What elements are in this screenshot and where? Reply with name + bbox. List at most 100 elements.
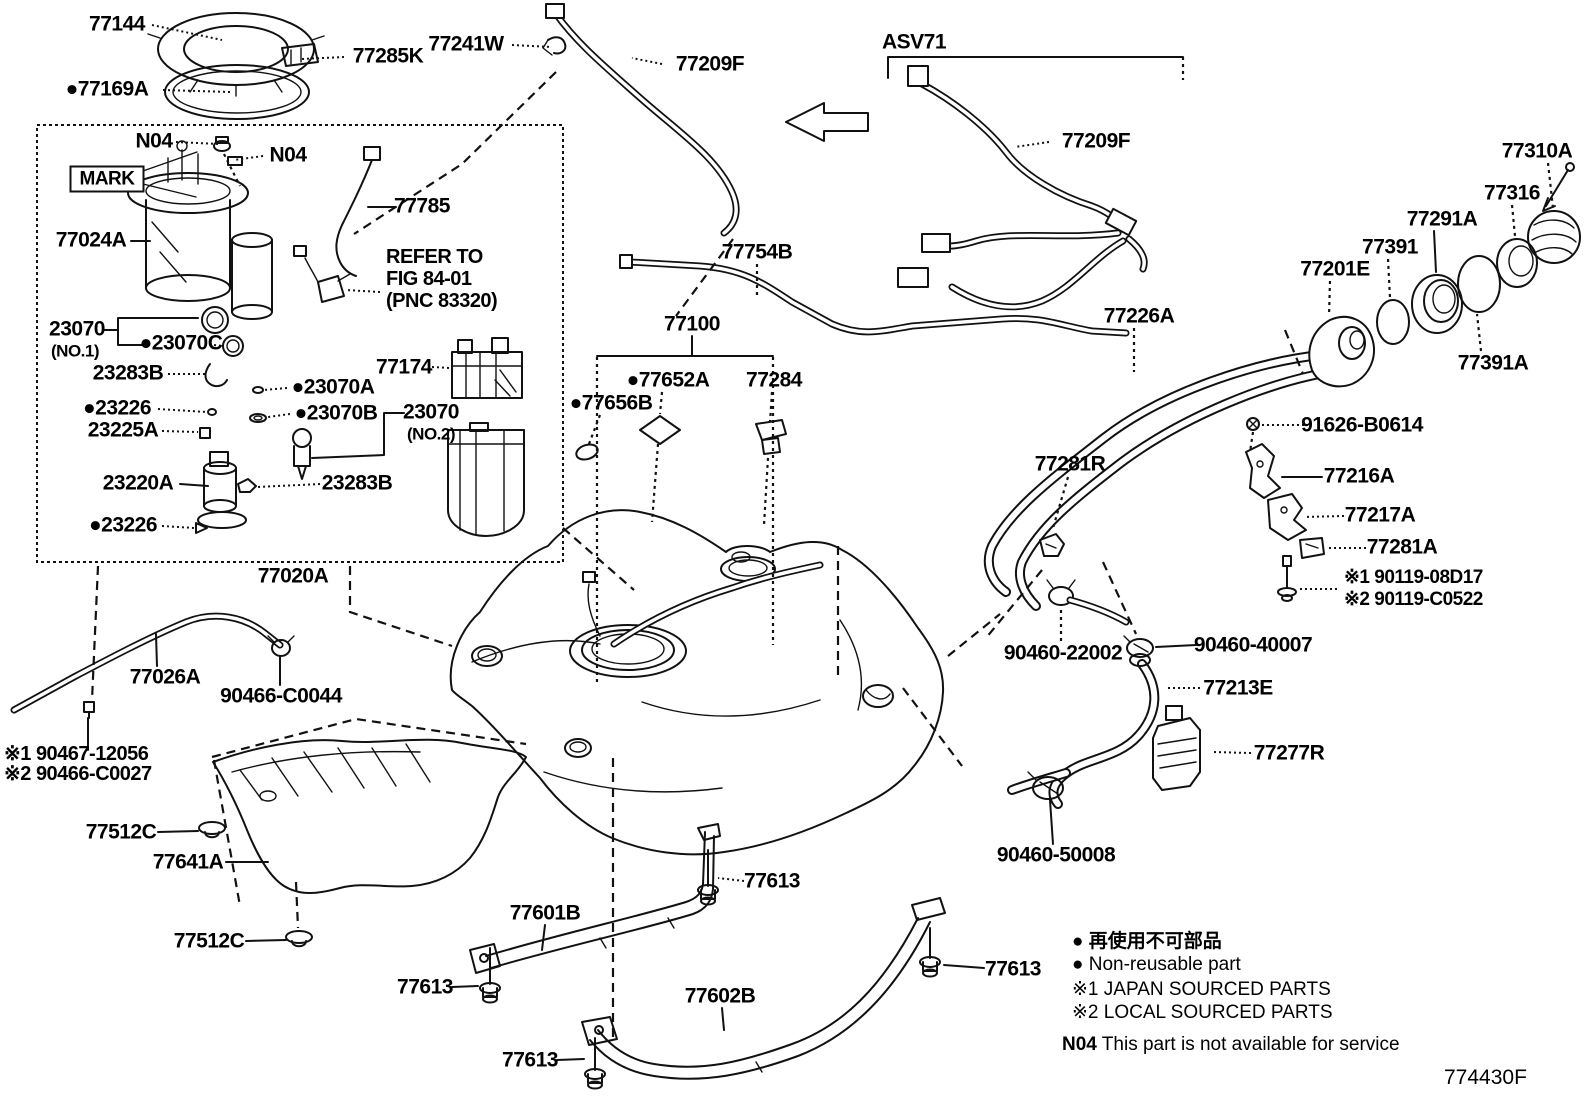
clamp-77284 [755,419,787,455]
model-bracket-asv71: ASV71 [881,30,947,54]
clamp-77281A [1299,537,1325,559]
callout-77310A: 77310A [1501,139,1573,163]
fuel-hose-77209F-asv71 [897,65,1148,311]
callout-77281R: 77281R [1034,452,1106,476]
breather-hose-77026A [10,612,284,714]
callout-n04-b: N04 [269,143,307,167]
legend-n04-note: N04 This part is not available for servi… [1062,1034,1400,1056]
legend-n04-text: This part is not available for service [1101,1034,1400,1055]
legend-local-sourced: ※2 LOCAL SOURCED PARTS [1072,1002,1333,1023]
callout-77174: 77174 [376,355,432,379]
callout-77277R: 77277R [1253,741,1325,765]
refer-line-3: (PNC 83320) [386,290,498,312]
callout-77285K: 77285K [352,44,424,68]
refer-line-1: REFER TO [386,246,483,268]
breather-pipe-77754B [619,254,1130,337]
refer-plate-part [293,245,345,303]
callout-77201E: 77201E [1300,257,1370,281]
callout-77216A: 77216A [1323,464,1395,488]
callout-90467-12056: ※1 90467-12056 [4,743,149,765]
callout-23070-no1: 23070 [49,317,105,341]
mark-label: MARK [69,165,145,193]
clip-90467 [83,701,95,719]
hose-stub-to-tank [1066,596,1130,626]
legend-n04-code: N04 [1062,1034,1097,1055]
legend-japan-sourced: ※1 JAPAN SOURCED PARTS [1072,979,1331,1000]
callout-77613-c: 77613 [502,1048,558,1072]
clamp-90460-50008 [1027,771,1064,800]
canister-77277R [1152,705,1201,791]
callout-77209F-right: 77209F [1061,129,1131,153]
callout-23070-no2-sub: (NO.2) [407,424,456,444]
bolt-77613-a [479,947,501,1004]
callout-77391A: 77391A [1457,351,1529,375]
tank-band-77602B [581,897,946,1080]
callout-23070-no2: 23070 [403,400,459,424]
callout-77391: 77391 [1362,235,1418,259]
grommet-77512C-upper [198,821,226,839]
callout-77281A: 77281A [1366,535,1438,559]
callout-23226-a: ●23226 [82,396,152,420]
callout-90460-40007: 90460-40007 [1193,633,1313,657]
callout-23070-no1-sub: (NO.1) [51,341,100,361]
figure-code: 774430F [1444,1066,1527,1089]
callout-77024A: 77024A [55,228,127,252]
filler-hose-77213E [1007,653,1160,809]
callout-77209F-top: 77209F [675,52,745,76]
n04-parts [213,136,243,187]
callout-23220A: 23220A [102,471,174,495]
refer-note: REFER TO FIG 84-01 (PNC 83320) [386,246,498,312]
refer-line-2: FIG 84-01 [386,268,472,290]
asv71-bracket [887,56,1185,80]
grommet-77656B [575,443,599,461]
gasket-77652A [639,415,681,445]
legend-nonreusable-jp: ● 再使用不可部品 [1072,931,1222,952]
callout-77100: 77100 [664,312,720,336]
callout-90460-50008: 90460-50008 [996,843,1116,867]
legend-nonreusable-en: ● Non-reusable part [1072,954,1241,975]
clamp-90460-40007 [1123,635,1154,658]
callout-90460-22002: 90460-22002 [1003,641,1123,665]
callout-77613-d: 77613 [985,957,1041,981]
callout-77217A: 77217A [1344,503,1416,527]
tank-band-77601B [469,823,721,974]
filler-pipe-assembly [983,315,1375,611]
callout-77785: 77785 [394,194,450,218]
callout-77754B: 77754B [721,240,793,264]
callout-77020A: 77020A [257,564,329,588]
retainer-77285K [281,43,319,67]
direction-arrow-icon [785,102,869,142]
callout-77512C-b: 77512C [173,929,245,953]
callout-n04-a: N04 [135,129,173,153]
callout-77169A: ●77169A [65,77,149,101]
fuel-pump-module-77020A [127,140,273,320]
callout-91626-B0614: 91626-B0614 [1301,413,1423,437]
callout-77241W: 77241W [428,32,504,56]
callout-23070A: ●23070A [291,375,375,399]
callout-90119-08D17: ※1 90119-08D17 [1344,567,1483,588]
callout-77026A: 77026A [129,665,201,689]
bracket-77217A [1267,493,1307,541]
suction-filter-77174 [447,337,525,537]
lock-ring-77144 [147,12,325,97]
fuel-sender-gauge-77785 [335,146,381,282]
callout-77226A: 77226A [1103,304,1175,328]
gasket-77169A [164,64,310,120]
heat-shield-77641A [212,738,527,894]
bracket-77216A [1245,443,1281,499]
bolt-90119 [1277,555,1297,602]
bolt-77613-d [919,927,941,978]
small-parts-column [195,306,312,534]
screw-91626 [1246,417,1260,453]
callout-23070B: ●23070B [294,401,378,425]
clip-77241W [542,36,567,56]
clamp-77281R [1039,533,1065,557]
callout-90466-C0027: ※2 90466-C0027 [4,763,152,785]
filler-neck-rings [1376,238,1538,345]
callout-90119-C0522: ※2 90119-C0522 [1344,589,1483,610]
callout-23225A: 23225A [87,418,159,442]
callout-77641A: 77641A [152,850,224,874]
callout-77291A: 77291A [1406,207,1478,231]
